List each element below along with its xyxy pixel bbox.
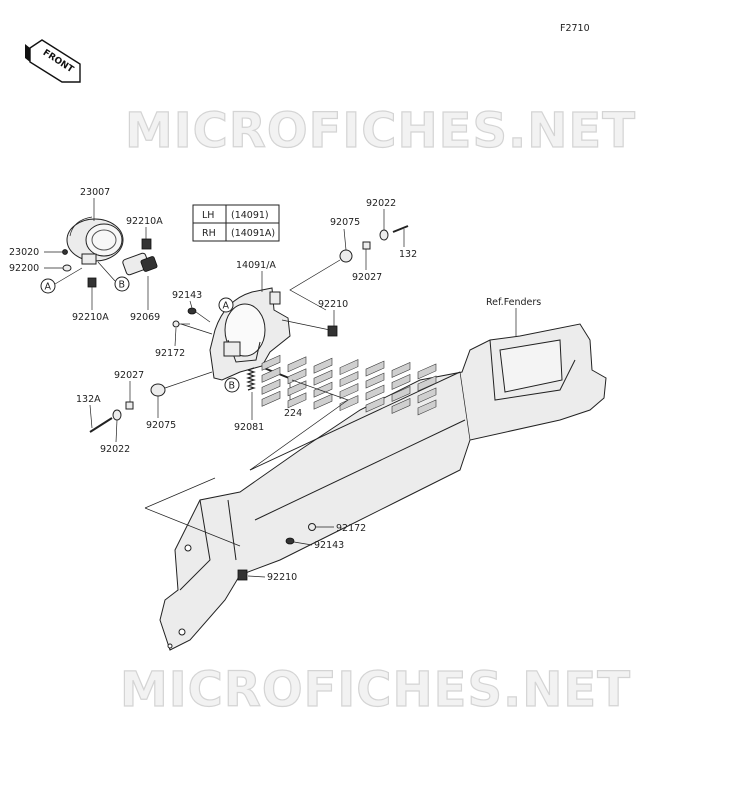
label-92210a-bottom: 92210A <box>72 312 109 323</box>
label-23007: 23007 <box>80 187 110 198</box>
label-92075-left: 92075 <box>146 420 176 431</box>
svg-text:B: B <box>119 280 126 291</box>
collar-92027-left <box>125 401 134 410</box>
svg-text:A: A <box>45 282 52 293</box>
spring-92081 <box>246 367 256 391</box>
label-92069: 92069 <box>130 312 160 323</box>
front-arrow-icon: FRONT <box>25 39 81 83</box>
label-92200: 92200 <box>9 263 39 274</box>
callout-a-bracket: A <box>218 297 234 313</box>
bolt-23020 <box>62 249 68 255</box>
washer-92200 <box>62 264 72 272</box>
variant-table: LH (14091) RH (14091A) <box>192 204 280 242</box>
table-row-rh-part: (14091A) <box>231 228 275 239</box>
label-92075-top: 92075 <box>330 217 360 228</box>
svg-text:B: B <box>229 381 236 392</box>
headlight-unit <box>66 216 124 265</box>
callout-b-left: B <box>97 261 130 292</box>
label-92081: 92081 <box>234 422 264 433</box>
label-92172-top: 92172 <box>155 348 185 359</box>
nut-92210-bottom <box>237 569 248 581</box>
washer-92022-left <box>112 409 122 421</box>
grommet-92143-bottom <box>285 537 295 545</box>
grommet-92143-top <box>187 307 197 315</box>
label-92210a-top: 92210A <box>126 216 163 227</box>
front-grille-panel <box>159 323 607 651</box>
table-row-rh-side: RH <box>202 228 216 239</box>
label-92210-bottom: 92210 <box>267 572 297 583</box>
screw-92172-bottom <box>308 523 316 531</box>
label-92022-top: 92022 <box>366 198 396 209</box>
clip-92210a-top <box>141 238 152 250</box>
bulb-socket <box>122 252 158 276</box>
washer-92022-top <box>379 229 389 241</box>
figure-code: F2710 <box>560 23 590 34</box>
collar-92027-top <box>362 241 371 250</box>
label-92143-top: 92143 <box>172 290 202 301</box>
grommet-92075-top <box>339 249 353 263</box>
callout-b-bracket: B <box>224 377 240 393</box>
watermark-top: MICROFICHES.NET <box>125 103 636 159</box>
grille-slats <box>261 354 437 416</box>
label-14091a: 14091/A <box>236 260 276 271</box>
label-132a: 132A <box>76 394 101 405</box>
bolt-132a <box>89 417 113 433</box>
label-23020: 23020 <box>9 247 39 258</box>
label-92027-top: 92027 <box>352 272 382 283</box>
label-92143-bottom: 92143 <box>314 540 344 551</box>
watermark-bottom: MICROFICHES.NET <box>120 662 631 718</box>
label-224: 224 <box>284 408 302 419</box>
table-row-lh-side: LH <box>202 210 214 221</box>
clip-92210a-bottom <box>87 277 97 288</box>
label-92172-bottom: 92172 <box>336 523 366 534</box>
grommet-92075-left <box>150 383 166 397</box>
nut-92210-mid <box>327 325 338 337</box>
svg-text:A: A <box>223 301 230 312</box>
label-132: 132 <box>399 249 417 260</box>
label-92210-mid: 92210 <box>318 299 348 310</box>
callout-a-left: A <box>40 267 83 294</box>
ref-fenders-label: Ref.Fenders <box>486 297 541 308</box>
table-row-lh-part: (14091) <box>231 210 269 221</box>
bolt-132 <box>392 225 409 233</box>
screw-92172-top <box>172 320 180 328</box>
label-92022-left: 92022 <box>100 444 130 455</box>
label-92027-left: 92027 <box>114 370 144 381</box>
